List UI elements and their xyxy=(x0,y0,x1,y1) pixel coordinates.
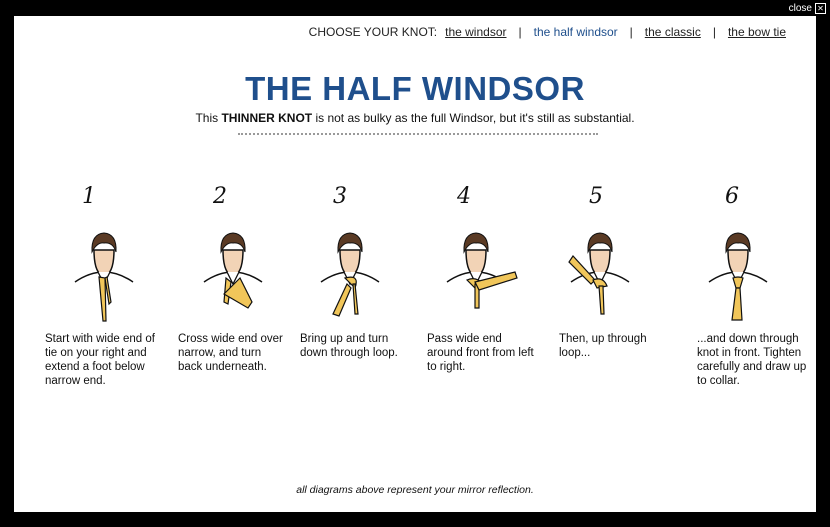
nav-link-classic[interactable]: the classic xyxy=(644,25,701,39)
step-text: Pass wide end around front from left to … xyxy=(427,333,534,373)
nav-link-windsor[interactable]: the windsor xyxy=(445,25,507,39)
step-text: ...and down through knot in front. Tight… xyxy=(697,333,807,387)
close-button[interactable]: close ✕ xyxy=(789,3,826,14)
subtitle-post: is not as bulky as the full Windsor, but… xyxy=(312,111,635,125)
page-title: THE HALF WINDSOR xyxy=(245,70,585,107)
step-number: 3 xyxy=(333,184,347,209)
nav-separator: | xyxy=(712,25,716,39)
man-figure xyxy=(74,232,134,286)
step-text: Start with wide end of tie on your right… xyxy=(45,333,155,387)
step-1-diagram xyxy=(74,232,134,322)
step-2-diagram xyxy=(203,232,263,309)
choose-knot-label: CHOOSE YOUR KNOT: xyxy=(308,25,438,39)
step-number: 1 xyxy=(82,184,96,209)
step-text: Cross wide end over narrow, and turn bac… xyxy=(178,333,283,373)
step-text: Then, up through loop... xyxy=(559,333,647,359)
nav-separator: | xyxy=(629,25,633,39)
nav-link-bow-tie[interactable]: the bow tie xyxy=(727,25,786,39)
close-label: close xyxy=(788,3,812,14)
step-6-diagram xyxy=(708,232,768,321)
step-4-diagram xyxy=(446,232,518,309)
nav-separator: | xyxy=(518,25,522,39)
nav-link-half-windsor[interactable]: the half windsor xyxy=(533,25,618,39)
step-text: Bring up and turn down through loop. xyxy=(300,333,398,359)
knot-navigation: CHOOSE YOUR KNOT: the windsor | the half… xyxy=(309,25,786,39)
mirror-note: all diagrams above represent your mirror… xyxy=(296,484,534,496)
close-icon[interactable]: ✕ xyxy=(815,3,826,14)
step-number: 6 xyxy=(725,184,739,209)
step-number: 5 xyxy=(589,184,603,209)
step-3-diagram xyxy=(320,232,380,317)
dotted-divider xyxy=(238,133,598,135)
subtitle-bold: THINNER KNOT xyxy=(221,111,313,125)
step-number: 2 xyxy=(213,184,227,209)
page-subtitle: This THINNER KNOT is not as bulky as the… xyxy=(14,111,816,125)
step-5-diagram xyxy=(568,232,630,315)
step-number: 4 xyxy=(457,184,471,209)
knot-guide-panel: CHOOSE YOUR KNOT: the windsor | the half… xyxy=(14,16,816,512)
subtitle-pre: This xyxy=(195,111,222,125)
